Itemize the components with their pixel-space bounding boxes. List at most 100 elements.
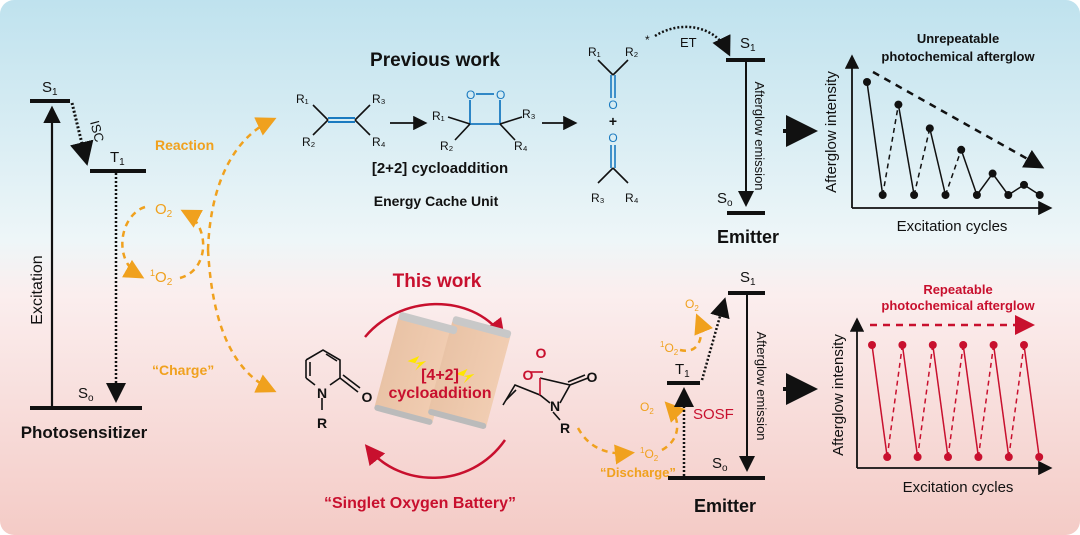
photosensitizer-label: Photosensitizer (21, 423, 148, 442)
oxygen-cycle (121, 117, 277, 393)
emitter2-o2-lower: O2 (640, 400, 654, 416)
series-segment (916, 344, 934, 458)
alkene-r3: R₃ (372, 92, 386, 106)
battery-label-bottom: cycloaddition (388, 385, 491, 402)
dioxetane-r2: R₂ (440, 139, 454, 153)
product-r2: R₂ (625, 45, 639, 59)
emitter-previous (726, 58, 765, 215)
dioxetane-r3: R₃ (522, 107, 536, 121)
previous-work-title: Previous work (370, 50, 500, 71)
series-segment (992, 344, 1010, 458)
energy-transfer-arrow (654, 25, 731, 57)
product-r3: R₃ (591, 191, 605, 205)
emitter2-singlet-upper: 1O2 (660, 340, 679, 357)
emitter-this-work (667, 291, 765, 480)
charge-arrow (206, 249, 277, 393)
data-point (894, 100, 903, 109)
data-point (868, 341, 876, 349)
data-point (910, 191, 919, 199)
data-point (959, 341, 968, 349)
series-segment (886, 344, 904, 458)
pyridone-r: R (317, 415, 327, 431)
cycloaddition-label: [2+2] cycloaddition (372, 160, 508, 177)
data-point (941, 191, 950, 199)
charge-label: “Charge” (152, 362, 214, 378)
data-point (974, 453, 983, 461)
et-label: ET (680, 35, 697, 50)
repeatable-afterglow-chart: Repeatable photochemical afterglow After… (830, 282, 1053, 496)
excited-star: * (645, 33, 650, 47)
data-point (883, 453, 892, 461)
isc-arrow (70, 102, 94, 166)
data-point (1035, 191, 1044, 199)
dioxetane-r4: R₄ (514, 139, 528, 153)
endoperoxide-carbonyl-o: O (587, 369, 598, 385)
data-point (1035, 453, 1044, 461)
data-point (863, 78, 871, 86)
emitter2-s1-label: S1 (740, 269, 756, 288)
series-segment (947, 344, 964, 458)
endoperoxide-o1: O (536, 345, 547, 361)
alkene-r4: R₄ (372, 135, 386, 149)
dioxetane-r1: R₁ (432, 109, 445, 123)
data-point (898, 341, 907, 349)
series-segment (977, 344, 995, 458)
emitter2-label: Emitter (694, 496, 756, 516)
endoperoxide-r: R (560, 420, 570, 436)
reverse-arc-arrow (364, 439, 507, 479)
unrepeatable-afterglow-chart: Unrepeatable photochemical afterglow Aft… (823, 31, 1053, 235)
dioxetane-substituents (447, 116, 523, 141)
data-point (925, 124, 934, 133)
product-o2: O (608, 131, 617, 145)
plus-sign: + (609, 113, 617, 129)
singlet-oxygen-label: 1O2 (150, 268, 173, 288)
series-segment (944, 149, 962, 196)
emitter2-o2-upper: O2 (685, 297, 699, 313)
data-point (913, 453, 922, 461)
chart2-title-line2: photochemical afterglow (881, 298, 1035, 313)
data-point (928, 341, 937, 349)
series-segment (866, 81, 884, 196)
data-point (988, 169, 997, 178)
data-point (1004, 191, 1013, 199)
sosf-label: SOSF (693, 406, 734, 423)
discharge-singlet-label: 1O2 (640, 446, 659, 463)
series-segment (881, 104, 900, 196)
o2-label: O2 (155, 201, 173, 220)
dioxetane-o2: O (496, 88, 505, 102)
product-r1: R₁ (588, 45, 601, 59)
discharge-arrows (576, 313, 713, 465)
alkene-r1: R₁ (296, 92, 309, 106)
emitter1-emission-label: Afterglow emission (752, 81, 767, 190)
isc-label: ISC (87, 119, 107, 144)
data-point (972, 191, 981, 199)
emitter2-emission-label: Afterglow emission (754, 331, 769, 440)
trend-arrow (872, 70, 1045, 169)
battery-icon (374, 312, 512, 429)
emitter2-s0-label: So (712, 455, 728, 474)
series-segment (962, 344, 980, 458)
chart2-title-line1: Repeatable (923, 282, 992, 297)
emitter2-t1-label: T1 (675, 361, 690, 380)
data-point (1004, 453, 1013, 461)
data-point (944, 453, 952, 461)
data-point (1020, 341, 1028, 349)
chart2-xlabel: Excitation cycles (903, 479, 1014, 496)
emitter1-s0-label: So (717, 190, 733, 209)
this-work-title: This work (393, 271, 482, 292)
series-segment (913, 128, 931, 196)
chart1-ylabel: Afterglow intensity (823, 71, 840, 193)
reaction-label: Reaction (155, 137, 214, 153)
series-segment (871, 344, 888, 458)
alkene-r2: R₂ (302, 135, 316, 149)
data-point (957, 145, 966, 154)
chart2-ylabel: Afterglow intensity (830, 334, 847, 456)
data-point (1020, 180, 1028, 189)
battery-name-label: “Singlet Oxygen Battery” (324, 495, 516, 512)
chart1-title-line2: photochemical afterglow (881, 49, 1035, 64)
endoperoxide-n: N (550, 398, 560, 414)
series-segment (960, 149, 978, 196)
chart1-title-line1: Unrepeatable (917, 31, 999, 46)
alkene-structure (312, 104, 371, 136)
